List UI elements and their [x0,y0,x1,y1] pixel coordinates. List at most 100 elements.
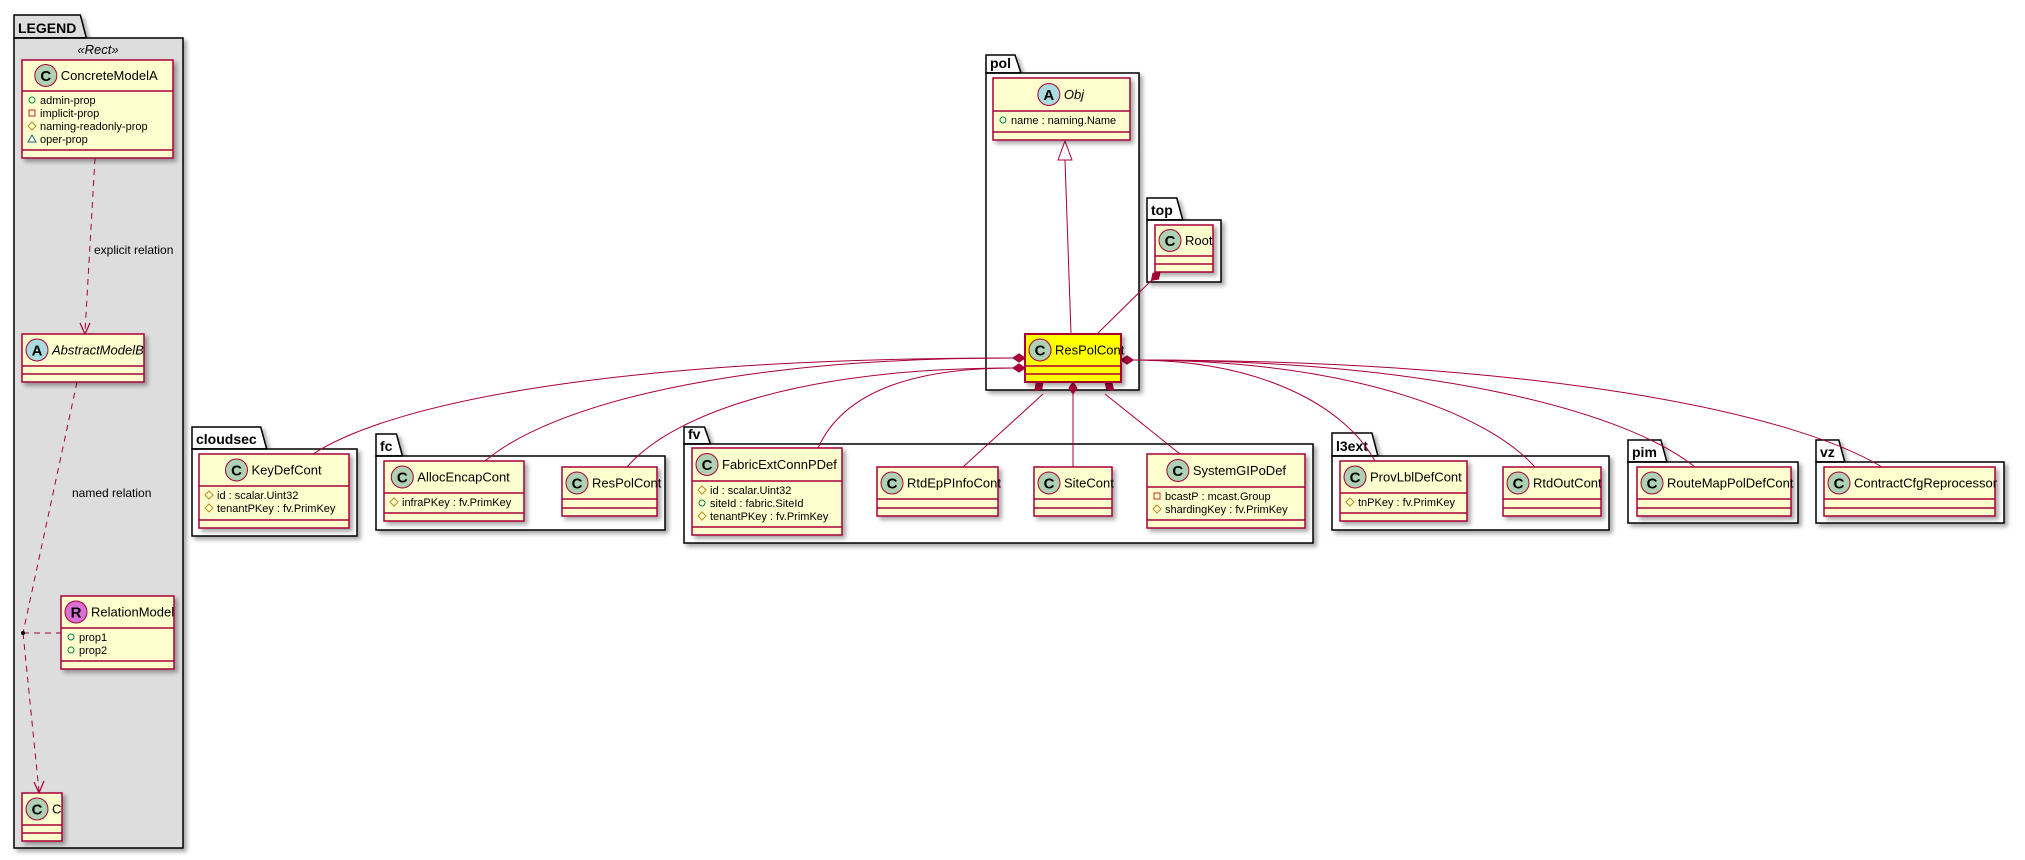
spot-circle [1166,459,1190,482]
class-spot-icon: C [1343,465,1367,489]
edge-composition [1096,271,1161,335]
package-name: l3ext [1336,438,1368,454]
class-name: ResPolCont [1055,343,1125,358]
composition-line [1096,271,1161,335]
composition-diamond-icon [1104,381,1115,391]
attribute-text: id : scalar.Uint32 [710,485,791,497]
class-spot-icon: C [1037,471,1061,495]
edge-composition [1104,381,1181,455]
class-spot-icon: C [225,458,248,482]
composition-line [962,393,1044,468]
class-attribute: infraPKey : fv.PrimKey [389,497,512,509]
class-spot-icon: C [25,797,49,821]
composition-line [1104,393,1181,455]
class-name: AllocEncapCont [417,470,510,485]
attribute-text: prop2 [79,645,107,657]
class-spot-icon: C [1028,338,1052,362]
composition-line [484,357,1014,462]
package-body [13,37,184,849]
spot-letter: A [32,343,43,360]
class-attribute: name : naming.Name [999,115,1116,127]
attribute-text: name : naming.Name [1011,115,1116,127]
spot-circle [565,471,589,495]
spot-letter: A [1043,87,1054,104]
composition-line [817,367,1014,449]
composition-line [1132,359,1696,468]
class-name: RtdOutCont [1533,476,1602,491]
class-spot-icon: C [695,453,719,476]
spot-circle [390,465,414,489]
spot-circle [1506,471,1530,495]
package-visibility-icon [27,133,37,143]
attribute-text: admin-prop [40,95,96,107]
spot-circle [1640,471,1664,495]
protected-visibility-icon [204,503,214,513]
protected-visibility-icon [697,485,707,495]
package-name: fv [688,426,701,442]
class-name: RelationModel [91,605,174,620]
protected-visibility-icon [697,511,707,521]
spot-circle [1158,229,1182,252]
class-attribute: tenantPKey : fv.PrimKey [697,511,829,523]
class-Obj[interactable]: A Obj name : naming.Name [992,77,1131,141]
named-relation-label: named relation [72,486,151,500]
inheritance-triangle-icon [1057,139,1073,161]
relation-spot-icon: R [64,600,88,624]
class-box [992,77,1131,141]
protected-visibility-icon [1152,504,1162,514]
class-name: ResPolCont [592,476,662,491]
class-name: ConcreteModelA [61,68,158,83]
package-name: LEGEND [18,20,76,36]
class-name: Obj [1064,87,1085,102]
attribute-text: oper-prop [40,134,88,146]
spot-circle [1343,465,1367,489]
abstract-spot-icon: A [1037,83,1061,106]
private-visibility-icon [1153,492,1161,500]
composition-line [1132,359,1883,468]
spot-circle [695,453,719,476]
class-name: RtdEpPInfoCont [907,476,1001,491]
class-attribute: implicit-prop [28,108,99,120]
composition-diamond-icon [1012,353,1026,363]
spot-circle [1037,83,1061,106]
class-spot-icon: C [390,465,414,489]
class-attribute: tnPKey : fv.PrimKey [1345,497,1455,509]
class-spot-icon: C [1640,471,1664,495]
composition-line [1132,359,1376,462]
class-spot-icon: C [880,471,904,495]
spot-circle [25,338,49,362]
attribute-text: tenantPKey : fv.PrimKey [217,503,336,515]
attribute-text: prop1 [79,632,107,644]
protected-visibility-icon [204,490,214,500]
class-attribute: naming-readonly-prop [27,121,148,133]
attribute-text: bcastP : mcast.Group [1165,491,1271,503]
public-visibility-icon [999,116,1007,124]
edge-composition [1120,355,1883,468]
class-attribute: prop1 [67,632,107,644]
spot-letter: C [231,463,242,480]
edge-composition [312,353,1026,455]
edge-composition [484,353,1026,462]
class-box [198,453,350,529]
composition-diamond-icon [1012,363,1026,373]
class-attribute: prop2 [67,645,107,657]
named-relation-edge [22,632,40,792]
